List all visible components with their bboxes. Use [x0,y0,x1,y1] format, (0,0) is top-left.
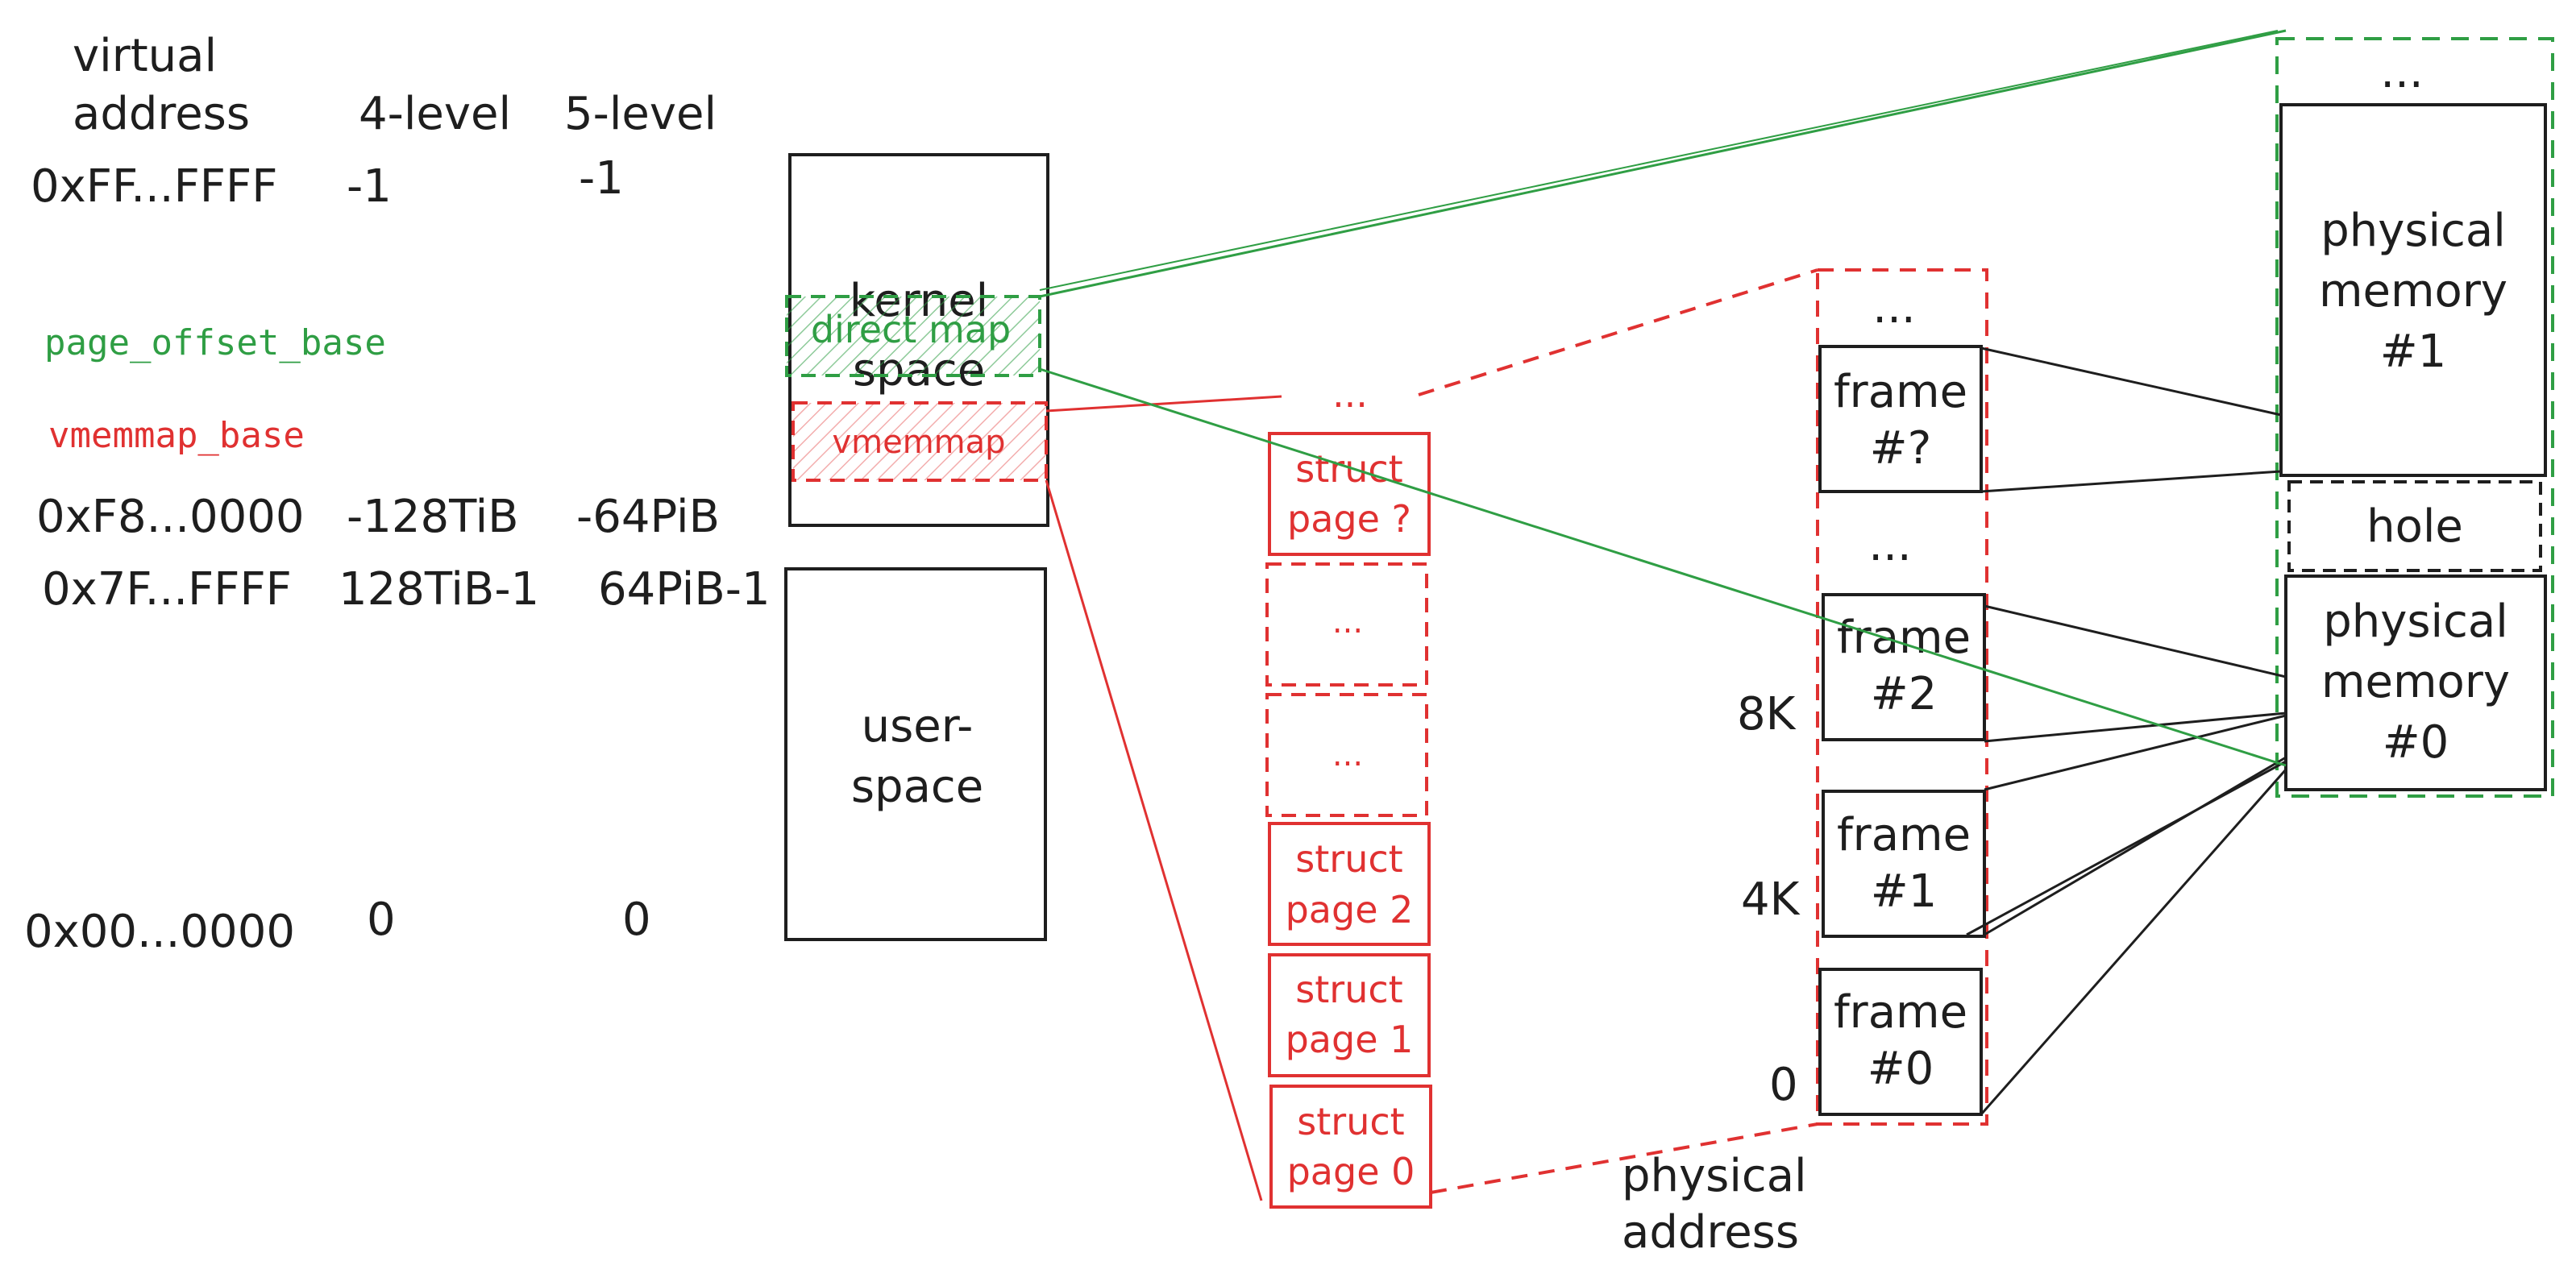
virtual-address-header-line2: address [73,88,250,140]
struct-page-0 [1269,1085,1432,1209]
vmemmap-base-label: vmemmap_base [48,415,305,456]
address-kernel-start-l5: -64PiB [576,491,720,543]
vmemmap-bottom-connector [1045,479,1263,1201]
frame-0-line1: frame [1834,986,1967,1039]
address-zero: 0x00...0000 [24,906,295,958]
offset-8k: 8K [1737,688,1797,740]
physical-memory-1-line2: memory [2319,265,2507,317]
physical-memory-1-line1: physical [2320,205,2506,257]
address-top-l5: -1 [579,152,624,205]
direct-map-top-connector-2 [1039,30,2279,291]
direct-map-bottom-connector [1039,367,2287,767]
physical-hole [2287,480,2542,572]
direct-map-label: direct map [811,308,1011,351]
user-space-label-line1: user- [862,700,974,753]
user-space-label-line2: space [851,761,983,813]
struct-page-2-line1: struct [1295,837,1402,881]
physical-memory-0-line1: physical [2323,595,2508,648]
frame-1-to-mem0-bottom [1984,756,2287,936]
struct-pages-top-ellipsis: ... [1332,372,1368,416]
frame-2-to-mem0-bottom [1984,714,2287,791]
vmemmap-top-connector [1045,395,1282,413]
physical-memory-0 [2284,575,2547,791]
direct-map-region [785,295,1041,377]
address-zero-l4: 0 [367,894,396,946]
frames-top-ellipsis: ... [1872,281,1915,334]
physical-address-label-line1: physical [1622,1150,1807,1202]
physical-memory-0-line3: #0 [2383,716,2449,769]
struct-page-ellipsis-2-text: ... [1332,736,1363,774]
four-level-header: 4-level [359,88,511,140]
physical-memory-0-line2: memory [2321,656,2510,708]
struct-page-ellipsis-1-text: ... [1332,604,1363,641]
address-top-l4: -1 [347,160,392,213]
frame-1-to-mem0-top [1984,711,2287,743]
struct-page-2-line2: page 2 [1286,888,1414,931]
frames-mid-ellipsis: ... [1868,519,1911,571]
physical-address-label-line2: address [1622,1206,1799,1259]
frame-2-line2: #2 [1871,668,1938,720]
user-space-box [784,567,1047,941]
struct-page-ellipsis-2 [1265,693,1428,817]
frame-unknown-to-mem1-top [1980,346,2282,417]
frame-unknown [1818,345,1983,493]
physical-top-ellipsis: ... [2380,46,2423,98]
frame-unknown-line2: #? [1870,422,1932,475]
address-kernel-start-l4: -128TiB [347,491,519,543]
frame-2 [1822,593,1986,741]
frame-unknown-to-mem1-bottom [1980,470,2282,493]
five-level-header: 5-level [564,88,717,140]
physical-memory-1 [2279,103,2547,477]
struct-page-0-line2: page 0 [1287,1150,1415,1193]
physical-memory-container [2275,37,2554,798]
frames-projection-bottom [1430,1122,1818,1194]
frame-2-to-mem0-top [1984,604,2287,678]
address-user-end-l5: 64PiB-1 [598,563,771,616]
frame-0-to-mem0-bottom [1980,769,2287,1115]
struct-page-ellipsis-1 [1265,562,1428,687]
address-kernel-start: 0xF8...0000 [36,491,305,543]
physical-memory-1-line3: #1 [2380,326,2447,378]
frame-1-line1: frame [1837,809,1971,861]
frame-0-to-mem0-top [1966,760,2287,936]
frame-unknown-line1: frame [1834,366,1967,418]
frame-1 [1822,790,1986,938]
vmemmap-region [791,401,1048,482]
direct-map-top-connector [1039,29,2287,298]
frames-projection-top [1418,268,1818,396]
physical-hole-label: hole [2366,500,2463,553]
struct-page-0-line1: struct [1297,1100,1404,1143]
frame-0 [1818,968,1983,1116]
struct-page-unknown-line2: page ? [1287,497,1411,541]
struct-page-1 [1268,953,1431,1077]
vmemmap-label: vmemmap [832,424,1005,461]
page-offset-base-label: page_offset_base [44,322,386,363]
frame-2-line1: frame [1837,612,1971,664]
struct-page-2 [1268,822,1431,946]
virtual-address-header-line1: virtual [73,30,217,82]
frame-0-line2: #0 [1868,1043,1934,1095]
frame-1-line2: #1 [1871,865,1938,918]
struct-page-unknown-line1: struct [1295,447,1402,491]
address-zero-l5: 0 [622,894,651,946]
struct-page-1-line1: struct [1295,968,1402,1011]
frames-container [1816,268,1988,1126]
offset-0: 0 [1769,1059,1798,1111]
offset-4k: 4K [1741,873,1801,926]
struct-page-1-line2: page 1 [1286,1018,1414,1061]
address-user-end: 0x7F...FFFF [42,563,292,616]
address-top: 0xFF...FFFF [31,160,277,213]
address-user-end-l4: 128TiB-1 [339,563,539,616]
